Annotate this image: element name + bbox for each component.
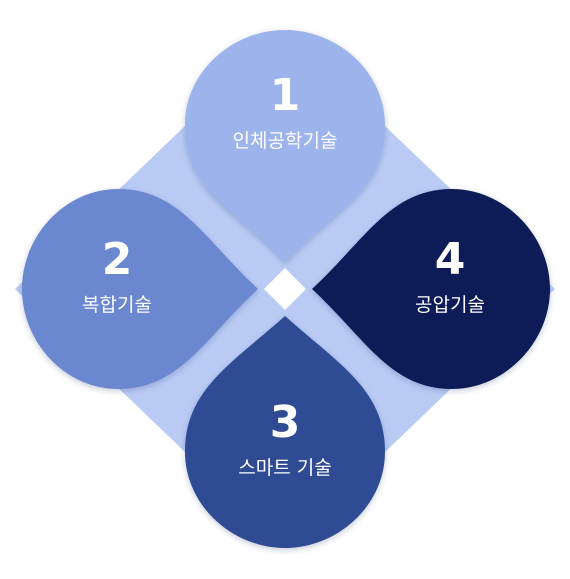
item-3-label: 스마트 기술	[238, 457, 331, 479]
petal-1	[185, 30, 385, 262]
item-4-label: 공압기술	[415, 294, 485, 316]
item-1-number: 1	[270, 70, 301, 121]
item-2-label: 복합기술	[82, 294, 152, 316]
item-3-number: 3	[270, 397, 301, 448]
item-2-number: 2	[102, 234, 133, 285]
petal-3	[185, 316, 385, 548]
item-4-number: 4	[435, 234, 466, 285]
petal-4	[312, 189, 550, 389]
center-diamond	[264, 268, 306, 310]
item-1-label: 인체공학기술	[233, 130, 338, 152]
petal-2	[22, 189, 258, 389]
